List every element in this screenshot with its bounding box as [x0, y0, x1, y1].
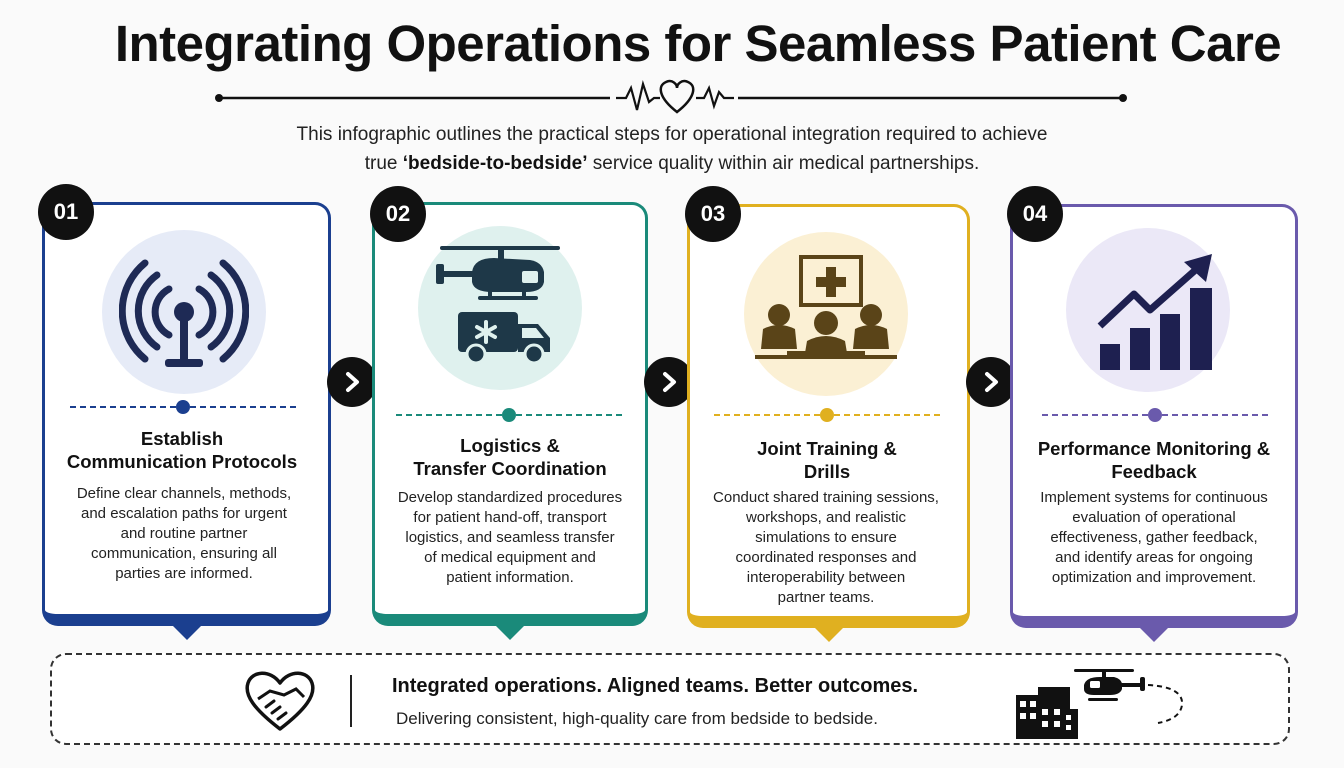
chevron-right-icon: [346, 372, 359, 392]
step-description-3: Conduct shared training sessions,worksho…: [713, 489, 939, 606]
step-badge-3: 03: [685, 186, 741, 242]
step-title-2: Logistics &Transfer Coordination: [413, 435, 607, 479]
step-badge-4: 04: [1007, 186, 1063, 242]
step-icon-circle-3: [744, 232, 908, 396]
step-icon-circle-2: [418, 226, 582, 390]
step-separator-1: [70, 400, 296, 414]
chevron-right-icon: [663, 372, 676, 392]
step-icon-circle-1: [102, 230, 266, 394]
growth-chart-icon: [1097, 254, 1212, 370]
step-badge-2: 02: [370, 186, 426, 242]
next-arrow-3: [966, 357, 1016, 407]
chevron-right-icon: [985, 372, 998, 392]
intro-line-2: true ‘bedside-to-bedside’ service qualit…: [364, 153, 980, 174]
step-icon-circle-4: [1066, 228, 1230, 392]
footer-subline: Delivering consistent, high-quality care…: [396, 709, 878, 728]
helicopter-ambulance-icon: [436, 246, 560, 365]
step-separator-4: [1042, 408, 1268, 422]
step-badge-1: 01: [38, 184, 94, 240]
intro-line-1: This infographic outlines the practical …: [296, 124, 1048, 145]
step-separator-2: [396, 408, 622, 422]
signal-tower-icon: [119, 259, 249, 367]
intro-emphasis: ‘bedside-to-bedside’: [402, 153, 588, 174]
next-arrow-2: [644, 357, 694, 407]
step-separator-3: [714, 408, 940, 422]
team-training-icon: [755, 255, 897, 359]
step-description-1: Define clear channels, methods,and escal…: [76, 485, 292, 582]
footer-divider: [350, 675, 352, 727]
handshake-heart-icon: [245, 671, 315, 731]
summary-banner: Integrated operations. Aligned teams. Be…: [50, 653, 1290, 745]
step-title-3: Joint Training &Drills: [757, 438, 897, 482]
hospital-helicopter-icon: [1016, 669, 1184, 739]
intro-text: This infographic outlines the practical …: [172, 120, 1172, 178]
page-title: Integrating Operations for Seamless Pati…: [114, 15, 1282, 72]
heartbeat-heart-icon: [215, 79, 1127, 114]
next-arrow-1: [327, 357, 377, 407]
step-title-4: Performance Monitoring &Feedback: [1037, 438, 1271, 482]
footer-headline: Integrated operations. Aligned teams. Be…: [392, 675, 919, 697]
